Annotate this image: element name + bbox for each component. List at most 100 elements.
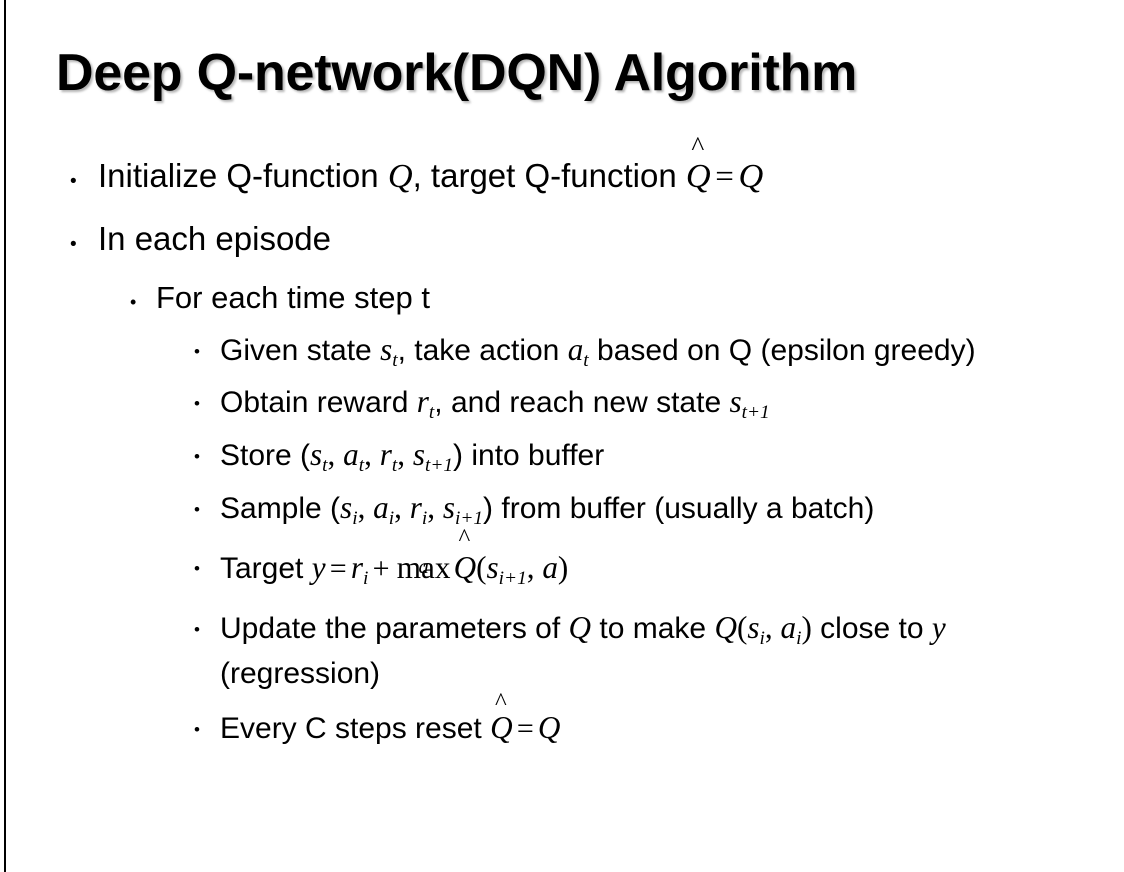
math-var-q-hat: ^Q [453, 526, 477, 598]
math-symbol: a [373, 490, 389, 525]
math-comma: , [764, 610, 781, 645]
algorithm-bullet-list: • Initialize Q-function Q, target Q-func… [0, 132, 1124, 755]
text-fragment: based on Q (epsilon greedy) [588, 334, 976, 367]
math-operator-plus: + [372, 552, 390, 585]
text-fragment: ) into buffer [453, 439, 605, 472]
hat-accent-icon: ^ [458, 524, 471, 552]
list-item-text: Sample (si, ai, ri, si+1) from buffer (u… [220, 485, 1094, 532]
math-symbol: Q [685, 157, 711, 195]
math-tuple-a-i: ai [373, 490, 394, 528]
math-operator-equals: = [516, 712, 534, 745]
math-symbol: r [350, 550, 363, 585]
math-var-y: y [931, 610, 946, 645]
math-var-y: y [311, 550, 326, 585]
bullet-marker-icon: • [130, 292, 137, 312]
math-subscript: t [391, 454, 398, 476]
math-symbol: r [416, 384, 429, 419]
list-item-text: Initialize Q-function Q, target Q-functi… [98, 132, 1124, 207]
max-limit-variable: a [418, 555, 429, 578]
math-subscript: i+1 [498, 567, 527, 589]
math-var-a: a [542, 550, 558, 585]
math-var-a-i: ai [780, 610, 801, 648]
math-comma: , [394, 490, 410, 525]
text-fragment: , target Q-function [412, 157, 686, 194]
list-item-obtain-reward: • Obtain reward rt, and reach new state … [0, 379, 1124, 426]
text-fragment: Target [220, 552, 312, 585]
bullet-marker-icon: • [194, 620, 200, 639]
math-var-a: at [567, 332, 589, 370]
math-subscript: t [428, 401, 435, 423]
math-subscript-text: t+1 [741, 401, 770, 423]
math-subscript: i [352, 507, 358, 529]
bullet-marker-icon: • [194, 447, 200, 466]
math-symbol: s [747, 610, 760, 645]
math-symbol: a [567, 332, 584, 367]
math-comma: , [357, 490, 374, 525]
math-var-r-i: ri [350, 550, 369, 588]
list-item-in-each-episode: • In each episode [0, 209, 1124, 269]
math-paren-close: ) [801, 610, 812, 645]
math-var-s-i1: si+1 [486, 550, 527, 588]
list-item-text: Given state st, take action at based on … [220, 327, 1094, 373]
math-var-r: rt [416, 384, 435, 422]
math-subscript: i [421, 507, 428, 529]
math-var-s-next: st+1 [729, 384, 769, 422]
math-var-q: Q [387, 157, 413, 195]
math-subscript: i+1 [454, 507, 484, 529]
math-symbol: s [340, 490, 353, 525]
text-fragment: to make [591, 612, 715, 645]
math-tuple-s-t: st [310, 437, 328, 475]
bullet-marker-icon: • [194, 342, 200, 361]
page-title: Deep Q-network(DQN) Algorithm [56, 44, 858, 102]
math-subscript: t [358, 454, 365, 476]
text-fragment: Obtain reward [220, 386, 417, 419]
hat-accent-icon: ^ [495, 688, 507, 716]
text-fragment: Sample ( [220, 492, 341, 525]
math-subscript: i [759, 627, 765, 649]
math-comma: , [364, 437, 380, 472]
list-item-text: Obtain reward rt, and reach new state st… [220, 379, 1094, 426]
math-subscript: i [388, 507, 395, 529]
math-symbol: s [310, 437, 323, 472]
math-tuple-a-t: at [343, 437, 364, 475]
text-fragment: Initialize Q-function [98, 157, 388, 194]
text-fragment: (regression) [220, 657, 381, 690]
math-tuple-r-i: ri [410, 490, 428, 528]
math-operator-equals: = [715, 159, 734, 195]
text-fragment: , and reach new state [434, 386, 730, 419]
list-item-text: In each episode [98, 220, 332, 257]
list-item-for-each-time-step: • For each time step t [0, 271, 1124, 325]
math-symbol: s [380, 332, 393, 367]
hat-accent-icon: ^ [691, 131, 705, 162]
math-paren-close: ) [557, 550, 569, 585]
math-var-q: Q [537, 710, 561, 745]
math-comma: , [397, 437, 413, 472]
text-fragment: close to [811, 612, 932, 645]
math-subscript: i [796, 627, 802, 649]
math-subscript: t [322, 454, 328, 476]
math-subscript: t [583, 349, 589, 371]
bullet-marker-icon: • [70, 171, 77, 192]
text-fragment: , take action [397, 334, 568, 367]
math-tuple-s-i: si [340, 490, 358, 528]
text-fragment: Every C steps reset [220, 712, 491, 745]
math-subscript: t+1 [424, 454, 454, 476]
math-tuple-s-t1: st+1 [412, 437, 453, 475]
text-fragment: ) from buffer (usually a batch) [483, 492, 875, 525]
list-item-initialize: • Initialize Q-function Q, target Q-func… [0, 132, 1124, 207]
math-var-q-hat: ^Q [685, 132, 711, 206]
math-paren-open: ( [476, 550, 487, 585]
bullet-marker-icon: • [194, 500, 200, 519]
math-symbol: Q [453, 550, 477, 585]
math-symbol: Q [490, 710, 513, 745]
math-symbol: s [412, 437, 425, 472]
math-symbol: a [343, 437, 359, 472]
math-comma: , [327, 437, 344, 472]
math-var-q2: Q [714, 610, 737, 645]
list-item-every-c-steps-reset: • Every C steps reset ^Q=Q [0, 690, 1124, 755]
math-symbol: s [486, 550, 499, 585]
